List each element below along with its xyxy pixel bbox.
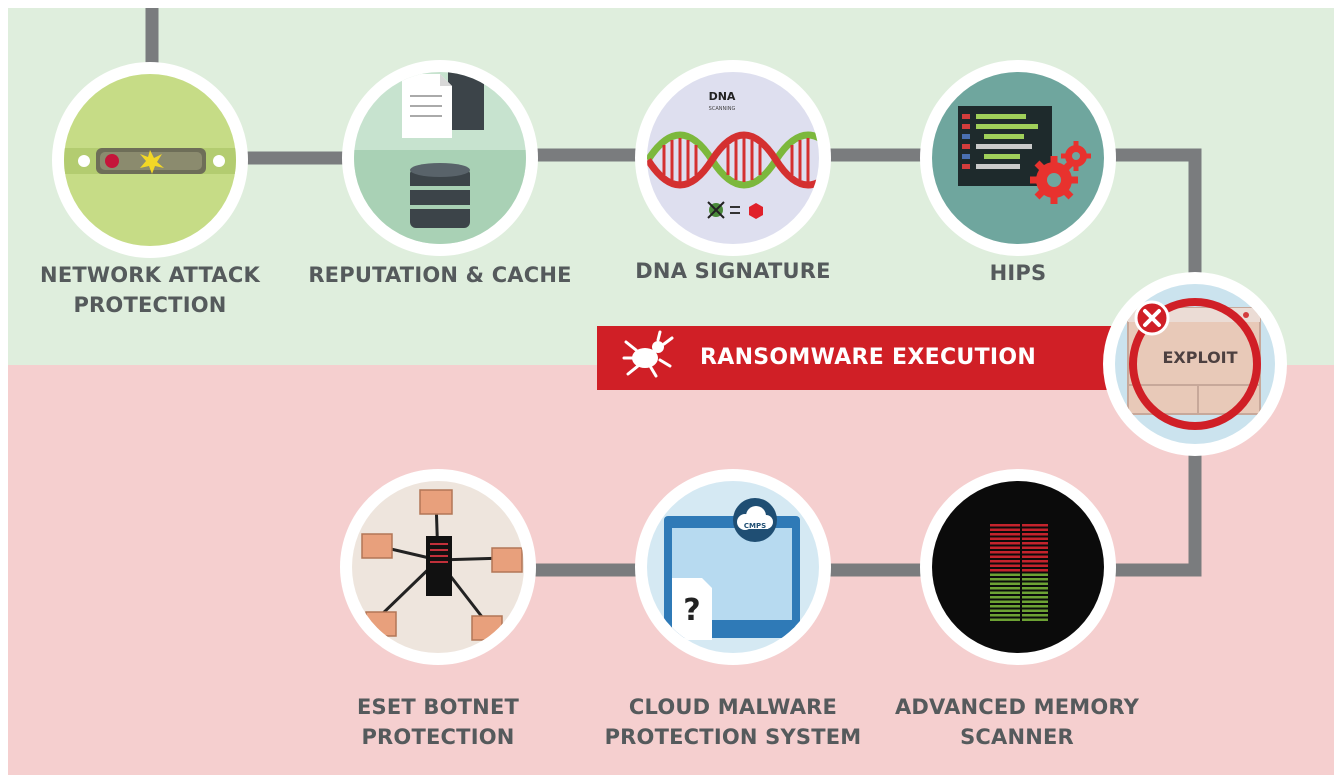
memory-stripe: [1022, 551, 1048, 554]
memory-stripe: [1022, 618, 1048, 621]
reputation-cache-icon: [342, 60, 538, 256]
label-hips: HIPS: [989, 261, 1047, 285]
memory-stripe: [1022, 524, 1048, 527]
memory-stripe: [1022, 609, 1048, 612]
memory-stripe: [990, 596, 1020, 599]
memory-stripe: [990, 537, 1020, 540]
memory-stripe: [990, 542, 1020, 545]
label-eset-botnet: ESET BOTNET PROTECTION: [356, 695, 520, 749]
bug-icon: [622, 330, 674, 378]
cloud-icon: [733, 498, 777, 542]
memory-stripe: [990, 605, 1020, 608]
botnet-icon: [340, 469, 536, 665]
memory-stripe: [990, 569, 1020, 572]
memory-stripe: [1022, 614, 1048, 617]
label-network-attack: NETWORK ATTACK PROTECTION: [40, 263, 260, 317]
memory-stripe: [990, 600, 1020, 603]
memory-stripe: [1022, 596, 1048, 599]
memory-scanner-icon: [920, 469, 1116, 665]
connector-lines: [145, 8, 1202, 577]
memory-stripe: [990, 591, 1020, 594]
ransomware-banner-text: RANSOMWARE EXECUTION: [700, 345, 1037, 370]
dna-icon-title: DNA: [709, 90, 736, 103]
label-cloud-malware: CLOUD MALWARE PROTECTION SYSTEM: [604, 695, 862, 749]
label-dna-signature: DNA SIGNATURE: [635, 259, 831, 283]
memory-stripe: [990, 618, 1020, 621]
memory-stripe: [1022, 533, 1048, 536]
memory-stripe: [990, 609, 1020, 612]
label-reputation-cache: REPUTATION & CACHE: [308, 263, 572, 287]
memory-stripe: [1022, 537, 1048, 540]
memory-stripe: [1022, 600, 1048, 603]
cmps-icon-text: CMPS: [744, 522, 766, 530]
label-advanced-memory: ADVANCED MEMORY SCANNER: [894, 695, 1140, 749]
memory-stripe: [1022, 582, 1048, 585]
memory-stripe: [1022, 546, 1048, 549]
memory-stripe: [1022, 528, 1048, 531]
network-attack-icon: [52, 62, 248, 258]
hips-icon: [920, 60, 1116, 256]
memory-stripe: [990, 551, 1020, 554]
memory-stripe: [1022, 555, 1048, 558]
memory-stripe: [1022, 560, 1048, 563]
exploit-icon: [1103, 272, 1287, 456]
memory-stripe: [990, 528, 1020, 531]
memory-stripe: [990, 560, 1020, 563]
gear-icon: [1030, 141, 1091, 204]
memory-stripe: [1022, 605, 1048, 608]
memory-stripe: [990, 573, 1020, 576]
exploit-label: EXPLOIT: [1162, 348, 1238, 367]
memory-stripe: [1022, 578, 1048, 581]
cloud-malware-icon: CMPS ?: [635, 469, 831, 665]
ransomware-banner: [597, 326, 1117, 390]
memory-stripe: [1022, 573, 1048, 576]
memory-stripe: [1022, 587, 1048, 590]
memory-stripe: [990, 533, 1020, 536]
memory-stripe: [1022, 591, 1048, 594]
memory-stripe: [990, 582, 1020, 585]
memory-stripe: [1022, 564, 1048, 567]
dna-scanning-icon: DNA SCANNING: [635, 60, 831, 256]
memory-stripe: [1022, 542, 1048, 545]
memory-stripe: [990, 546, 1020, 549]
memory-stripe: [990, 578, 1020, 581]
memory-stripe: [990, 614, 1020, 617]
question-mark: ?: [683, 593, 700, 628]
memory-stripe: [990, 555, 1020, 558]
memory-stripe: [1022, 569, 1048, 572]
memory-stripe: [990, 564, 1020, 567]
memory-stripe: [990, 524, 1020, 527]
memory-stripe: [990, 587, 1020, 590]
dna-icon-subtitle: SCANNING: [709, 106, 736, 112]
